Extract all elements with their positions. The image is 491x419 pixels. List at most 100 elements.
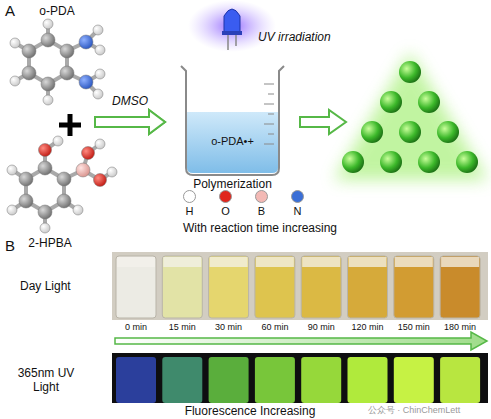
hydrogen-atom [95,45,105,55]
daylight-photo [112,252,488,320]
vial [348,256,388,318]
nanoparticle [399,61,421,83]
legend-text: B [251,205,272,218]
vial-top [210,257,248,267]
hydrogen-atom [95,139,105,149]
carbon-atom [38,161,52,175]
carbon-atom [41,77,55,91]
hydrogen-atom [7,165,17,175]
o-pda-atoms [10,19,105,105]
carbon-atom [57,194,71,208]
node-label: 2-HPBA [15,236,85,250]
oxygen-atom [94,174,107,187]
hpba-molecule [12,141,112,228]
legend-text: N [287,205,308,218]
carbon-atom [19,194,33,208]
atom-swatch [219,190,232,203]
carbon-atom [57,172,71,186]
time-label: 120 min [348,322,388,333]
molecule-node: o-PDA [5,4,95,122]
hydrogen-atom [10,38,20,48]
particle-glow [334,52,488,180]
nanoparticle [456,151,478,173]
uv-photo [112,353,488,403]
daylight-vials [116,256,480,318]
beaker-glass [181,66,284,175]
atom-swatch [291,190,304,203]
row-label: Day Light [20,279,71,293]
led-rim [222,31,242,35]
note-label: Fluorescence Increasing [170,404,330,418]
oxygen-atom [82,147,95,160]
panel-letter: B [5,237,15,254]
boron-atom [76,163,90,177]
vial [162,256,202,318]
carbon-atom [22,66,36,80]
time-label: 30 min [209,322,249,333]
vial [209,256,249,318]
hydrogen-atom [73,205,83,215]
time-label: 60 min [255,322,295,333]
beaker-node: o-PDA•+Polymerization [165,55,300,195]
nanoparticle [437,121,459,143]
beaker-scale [264,84,274,144]
note-label: With reaction time increasing [150,221,370,235]
carbon-atom [22,44,36,58]
vial [162,357,202,403]
vial-top [256,257,294,267]
condition-label: UV irradiation [258,30,331,44]
hydrogen-atom [93,89,103,99]
legend-text: H [179,205,200,218]
hydrogen-atom [43,19,53,29]
product-arrow [300,110,346,134]
hydrogen-atom [95,69,105,79]
hydrogen-atom [7,205,17,215]
vial-top [163,257,201,267]
uv-glow [188,0,276,52]
nanoparticle [342,151,364,173]
hydrogen-atom [107,167,117,177]
nitrogen-atom [79,75,93,89]
vial-top [302,257,340,267]
nitrogen-atom [79,35,93,49]
hydrogen-atom [93,25,103,35]
hydrogen-atom [40,223,50,233]
nanoparticle [418,151,440,173]
vial [209,357,249,403]
beaker-liquid [187,112,278,173]
hpba-atoms [7,136,117,233]
vial [116,357,156,403]
reaction-arrow [95,110,165,134]
vial [440,357,480,403]
nanoparticle [418,91,440,113]
nanoparticle [380,91,402,113]
time-label: 0 min [116,322,156,333]
node-label: o-PDA [27,4,87,18]
vial [301,357,341,403]
reaction-arrow [95,110,165,134]
time-label: 180 min [440,322,480,333]
atom-swatch [255,190,268,203]
row-label: 365nm UV Light [10,366,82,394]
hydrogen-atom [43,95,53,105]
plus-symbol [59,114,81,136]
carbon-atom [60,44,74,58]
carbon-atom [38,205,52,219]
carbon-atom [19,172,33,186]
vial [116,256,156,318]
vial [440,256,480,318]
time-label: 150 min [394,322,434,333]
panel-letter: A [5,2,15,19]
led-bulb [224,9,240,32]
carbon-atom [60,66,74,80]
nanoparticle [399,121,421,143]
edge-label: DMSO [100,94,160,108]
molecule-node: 2-HPBA [5,122,95,256]
vial-top [117,257,155,267]
watermark: 公众号 · ChinChemLett [340,405,488,416]
time-label: 90 min [301,322,341,333]
vial-top [349,257,387,267]
led-legs [228,35,236,50]
